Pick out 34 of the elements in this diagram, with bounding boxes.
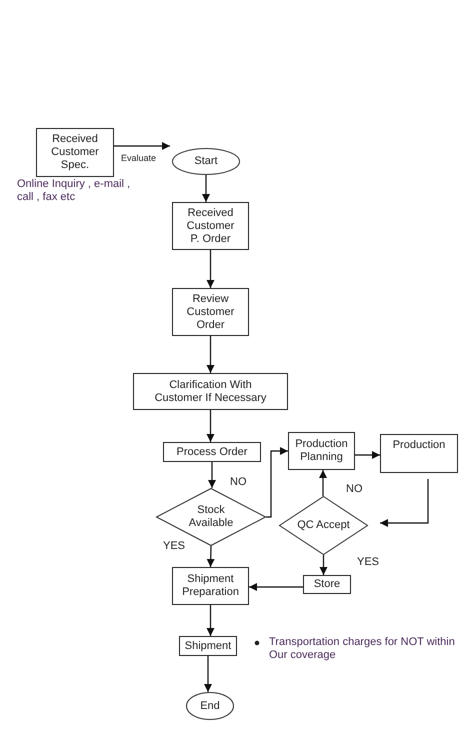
edge-label: Evaluate bbox=[121, 152, 156, 164]
process-box: Received Customer Spec. bbox=[36, 128, 114, 177]
arrow bbox=[380, 479, 429, 527]
edge-label: YES bbox=[357, 556, 380, 568]
arrow bbox=[319, 470, 327, 496]
arrow bbox=[202, 175, 210, 202]
edge-label: YES bbox=[163, 540, 186, 552]
arrow bbox=[206, 546, 215, 568]
process-box: Received Customer P. Order bbox=[172, 202, 249, 250]
process-box: Review Customer Order bbox=[172, 288, 249, 336]
annotation-text: Online Inquiry , e-mail , call , fax etc bbox=[17, 178, 132, 204]
process-box: Shipment Preparation bbox=[172, 567, 249, 605]
arrow bbox=[114, 142, 170, 150]
arrow bbox=[266, 447, 288, 518]
decision-diamond: QC Accept bbox=[279, 496, 368, 555]
arrow bbox=[320, 555, 328, 575]
arrow bbox=[206, 336, 214, 373]
process-box: Process Order bbox=[163, 442, 261, 462]
arrow bbox=[249, 583, 303, 591]
process-box: Store bbox=[303, 575, 351, 594]
arrow bbox=[355, 451, 380, 459]
arrow bbox=[208, 462, 216, 488]
edge-label: NO bbox=[346, 483, 362, 495]
arrow bbox=[206, 410, 214, 442]
end-ellipse: End bbox=[186, 692, 234, 720]
arrow bbox=[206, 605, 214, 636]
process-box: Shipment bbox=[179, 636, 237, 656]
edge-label: NO bbox=[230, 476, 246, 488]
arrow bbox=[204, 656, 212, 692]
arrow bbox=[206, 250, 214, 288]
process-box: Production Planning bbox=[288, 432, 355, 470]
process-box: Clarification With Customer If Necessary bbox=[133, 373, 288, 410]
process-box: Production bbox=[380, 434, 458, 473]
start-ellipse: Start bbox=[172, 148, 240, 175]
